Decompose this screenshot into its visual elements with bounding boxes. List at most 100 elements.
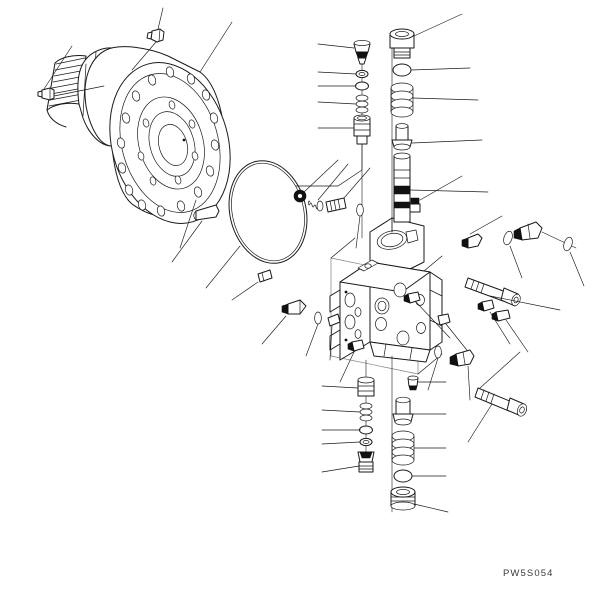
leader-line: [205, 245, 241, 289]
leader-line: [317, 71, 357, 75]
o-ring-far-right: [563, 236, 573, 252]
plug-small: [356, 203, 364, 217]
leader-line: [157, 7, 164, 30]
o-ring-lower-a: [359, 425, 373, 435]
threaded-cap-lower: [390, 486, 416, 511]
plug-small-right: [327, 313, 341, 327]
plug-right-lower: [477, 299, 495, 312]
washer-dark: [293, 189, 307, 203]
leader-line: [43, 45, 73, 90]
inner-bolt-holes: [137, 100, 199, 186]
leader-line: [53, 85, 105, 97]
leader-line: [199, 21, 233, 73]
leader-line: [305, 323, 319, 357]
leader-line: [317, 101, 357, 105]
spring-lower-right: [391, 430, 415, 466]
o-ring-lower-big: [393, 469, 413, 483]
leader-line: [171, 220, 203, 263]
flange-bolt-holes: [116, 66, 220, 217]
o-ring-lower: [434, 345, 442, 359]
leader-line: [413, 13, 463, 37]
leader-line: [412, 97, 479, 101]
hex-bolt-right-a: [461, 233, 483, 249]
leader-line: [409, 189, 489, 193]
leader-line: [131, 41, 157, 71]
dowel-pin: [193, 204, 220, 221]
leader-line: [321, 409, 361, 413]
threaded-bushing: [325, 197, 347, 213]
leader-line: [321, 441, 361, 445]
valve-seat: [353, 114, 371, 145]
upper-cartridge-stack-right: [389, 28, 415, 223]
leader-line: [467, 365, 471, 401]
leader-line: [295, 169, 363, 187]
leader-line: [355, 215, 361, 249]
leader-line: [317, 163, 349, 201]
leader-line: [479, 351, 521, 389]
hex-bolt-top: [146, 28, 165, 43]
leader-line: [509, 245, 523, 279]
fitting-center-left: [281, 299, 307, 315]
left-face-ports: [344, 290, 362, 342]
leader-line: [489, 295, 561, 311]
small-spring: [308, 200, 324, 212]
plug-fitting-lower: [357, 451, 375, 473]
leader-line: [569, 251, 585, 287]
leader-line: [419, 175, 463, 201]
leader-line: [445, 323, 471, 355]
leader-line: [410, 67, 471, 71]
o-ring-floating-seal: [228, 160, 308, 264]
drawing-number-label: PW5S054: [503, 568, 554, 579]
plug-lower-b: [437, 313, 451, 326]
leader-line: [427, 357, 439, 391]
leader-line: [261, 315, 287, 345]
leader-line: [343, 167, 371, 199]
leader-line: [505, 319, 529, 353]
leader-line: [317, 43, 355, 49]
final-drive-sprocket-hub-assembly: [46, 46, 231, 224]
leader-line: [411, 139, 483, 144]
hex-bolt-upper-left: [37, 87, 55, 101]
o-ring: [392, 63, 412, 77]
lower-cartridge-stack-left: [357, 376, 375, 473]
spring-lower: [359, 402, 373, 422]
leader-line: [231, 281, 259, 301]
leader-line: [415, 301, 451, 339]
leader-line: [179, 199, 197, 249]
socket-head-cap-screw-mid: [464, 277, 521, 307]
leader-line: [329, 325, 333, 361]
o-ring: [355, 69, 369, 79]
poppet-lower: [392, 396, 414, 426]
spring: [390, 82, 414, 118]
spool-valve: [393, 152, 411, 223]
plug-right-lower-b: [491, 309, 511, 322]
leader-line: [467, 403, 493, 443]
leader-line: [303, 159, 339, 193]
plug-fitting: [353, 40, 371, 65]
leader-line: [469, 215, 503, 235]
hex-bolt-body-top: [409, 197, 421, 213]
leader-line: [321, 385, 359, 389]
upper-cartridge-stack-left: [353, 40, 371, 171]
o-ring-small: [314, 311, 322, 325]
plug-cluster-left: [257, 269, 273, 283]
lower-cartridge-stack-right: [390, 375, 419, 511]
leader-line: [413, 503, 449, 513]
o-ring-lower-b: [359, 437, 373, 447]
spring: [355, 94, 369, 114]
o-ring: [355, 81, 369, 91]
plug-lower-a: [403, 291, 421, 304]
socket-head-cap-screw-bottom: [474, 387, 528, 417]
valve-seat-lower: [357, 376, 375, 397]
front-face-bosses: [374, 282, 426, 346]
hydraulic-valve-body-block: [329, 217, 443, 375]
leader-line: [339, 351, 355, 383]
leader-line: [321, 465, 360, 473]
flange-nut-lower: [449, 349, 475, 367]
threaded-cap-plug: [389, 28, 415, 59]
flange-nut-right: [513, 221, 543, 241]
hub-flange-rim: [109, 62, 231, 224]
small-plug-top: [407, 375, 419, 391]
